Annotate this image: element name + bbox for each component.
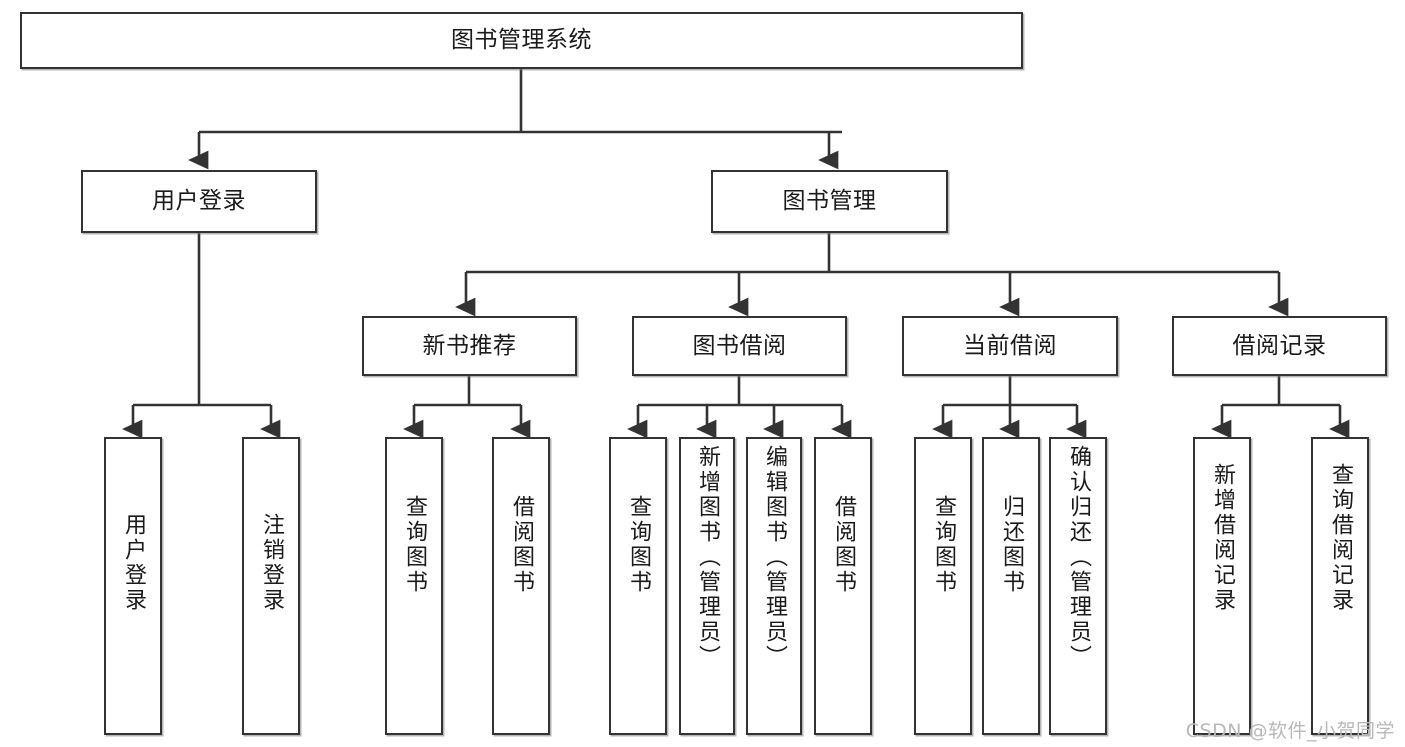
node-leaf-query-book-1-label: 查询图书	[402, 495, 427, 595]
node-current-borrow[interactable]: 当前借阅	[902, 316, 1118, 376]
node-leaf-logout-label: 注销登录	[259, 513, 284, 613]
node-leaf-query-record[interactable]: 查询借阅记录	[1311, 437, 1369, 735]
node-user-login[interactable]: 用户登录	[81, 170, 317, 233]
node-new-book-rec-label: 新书推荐	[422, 332, 517, 359]
node-leaf-return-book[interactable]: 归还图书	[982, 437, 1040, 735]
node-leaf-borrow-book-1-label: 借阅图书	[509, 495, 534, 595]
node-leaf-user-login-label: 用户登录	[121, 513, 146, 613]
node-leaf-query-book-3-label: 查询图书	[931, 495, 956, 595]
node-leaf-confirm-return-label: 确认归还（管理员）	[1066, 445, 1091, 670]
node-borrow-record[interactable]: 借阅记录	[1172, 316, 1387, 376]
node-book-borrow[interactable]: 图书借阅	[632, 316, 847, 376]
node-user-login-label: 用户登录	[152, 188, 246, 215]
node-leaf-add-book[interactable]: 新增图书（管理员）	[679, 437, 735, 735]
node-leaf-logout[interactable]: 注销登录	[242, 437, 300, 735]
node-leaf-query-book-2-label: 查询图书	[626, 495, 651, 595]
node-new-book-rec[interactable]: 新书推荐	[362, 316, 577, 376]
node-leaf-edit-book[interactable]: 编辑图书（管理员）	[746, 437, 802, 735]
node-leaf-query-book-2[interactable]: 查询图书	[609, 437, 667, 735]
node-leaf-return-book-label: 归还图书	[999, 495, 1024, 595]
node-leaf-borrow-book-2-label: 借阅图书	[831, 495, 856, 595]
node-book-manage-label: 图书管理	[782, 188, 877, 215]
node-leaf-borrow-book-2[interactable]: 借阅图书	[814, 437, 872, 735]
node-leaf-query-book-3[interactable]: 查询图书	[914, 437, 972, 735]
node-leaf-user-login[interactable]: 用户登录	[104, 437, 162, 735]
node-leaf-borrow-book-1[interactable]: 借阅图书	[492, 437, 550, 735]
node-leaf-add-record[interactable]: 新增借阅记录	[1193, 437, 1251, 735]
node-leaf-add-book-label: 新增图书（管理员）	[695, 445, 720, 670]
csdn-watermark: CSDN @软件_小贺同学	[1185, 720, 1395, 742]
node-book-borrow-label: 图书借阅	[692, 332, 787, 359]
node-root[interactable]: 图书管理系统	[20, 12, 1023, 69]
node-leaf-add-record-label: 新增借阅记录	[1210, 463, 1235, 613]
node-current-borrow-label: 当前借阅	[963, 332, 1057, 359]
node-root-label: 图书管理系统	[451, 27, 592, 54]
node-book-manage[interactable]: 图书管理	[711, 170, 948, 233]
node-borrow-record-label: 借阅记录	[1232, 332, 1327, 359]
node-leaf-confirm-return[interactable]: 确认归还（管理员）	[1049, 437, 1107, 735]
node-leaf-query-book-1[interactable]: 查询图书	[385, 437, 443, 735]
node-leaf-edit-book-label: 编辑图书（管理员）	[762, 445, 787, 670]
node-leaf-query-record-label: 查询借阅记录	[1328, 463, 1353, 613]
